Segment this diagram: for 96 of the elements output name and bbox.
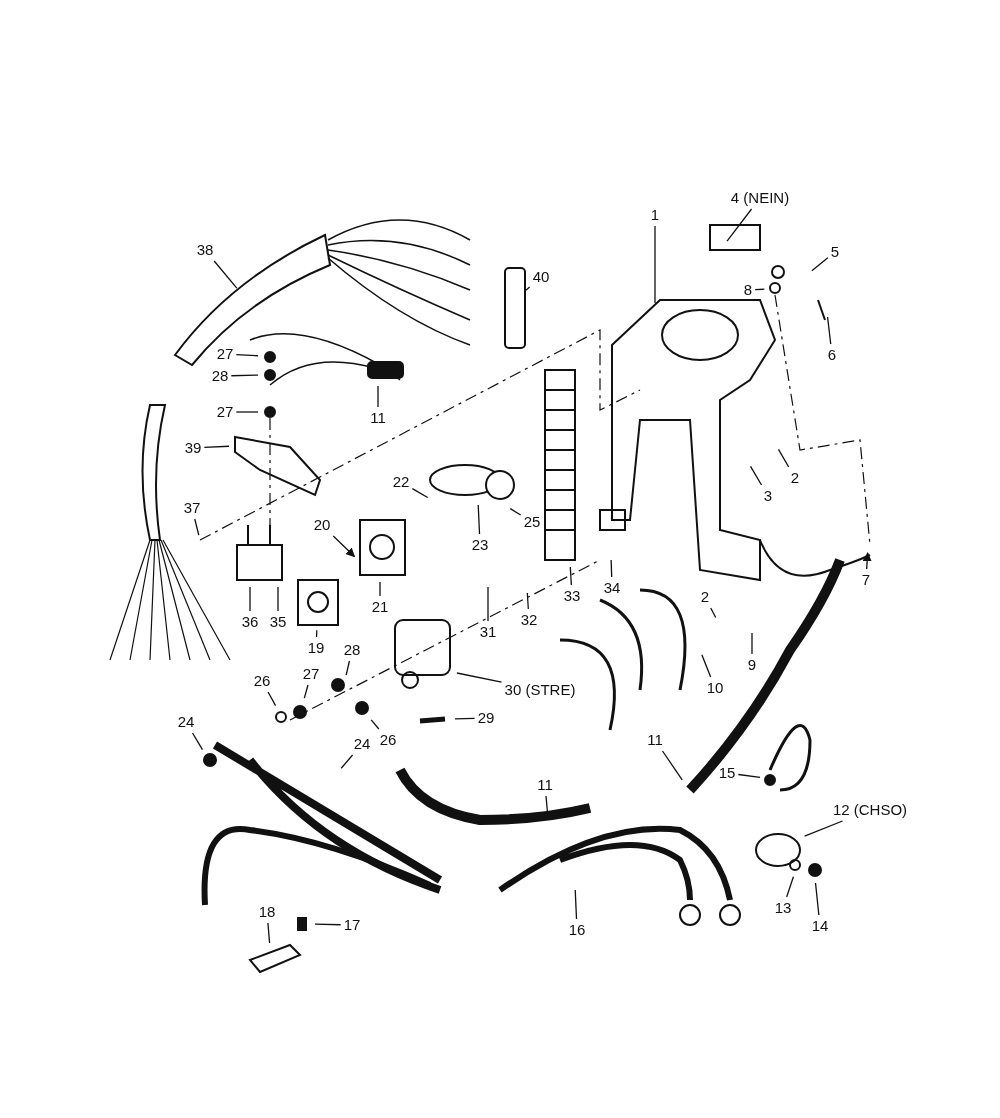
callout-number: 28 xyxy=(211,368,229,384)
leader-line xyxy=(654,225,656,304)
callout-number: 34 xyxy=(603,580,621,596)
callout-number: 24 xyxy=(177,714,195,730)
leader-line xyxy=(303,684,309,699)
callout-number: 18 xyxy=(258,904,276,920)
callout-number: 27 xyxy=(216,346,234,362)
callout-number: 28 xyxy=(343,642,361,658)
leader-line xyxy=(804,820,844,837)
callout-number: 32 xyxy=(520,612,538,628)
leader-line xyxy=(737,773,761,778)
leader-line xyxy=(487,586,489,622)
leader-line xyxy=(862,552,872,570)
callout-number: 20 xyxy=(313,517,331,533)
callout-number: 1 xyxy=(650,207,660,223)
leader-line xyxy=(574,889,578,920)
leader-line xyxy=(610,559,613,578)
leader-line xyxy=(277,586,279,612)
leader-line xyxy=(267,691,277,707)
callout-number: 26 xyxy=(379,732,397,748)
leader-line xyxy=(370,719,380,730)
leader-line xyxy=(191,732,204,751)
leader-line xyxy=(811,257,829,272)
callout-number: 13 xyxy=(774,900,792,916)
leader-line xyxy=(230,374,259,377)
leader-line xyxy=(456,672,503,683)
leader-line xyxy=(203,445,230,449)
callout-number: 35 xyxy=(269,614,287,630)
leader-line xyxy=(377,385,379,408)
callout-number: 12 (CHSO) xyxy=(832,802,908,818)
callout-number: 10 xyxy=(706,680,724,696)
callout-number: 3 xyxy=(763,488,773,504)
callout-number: 24 xyxy=(353,736,371,752)
leader-line xyxy=(661,750,683,781)
leader-line xyxy=(826,316,832,345)
callout-number: 11 xyxy=(647,732,663,748)
callout-number: 4 (NEIN) xyxy=(730,190,790,206)
leader-line xyxy=(454,717,476,720)
callout-number: 2 xyxy=(700,589,710,605)
leader-line xyxy=(194,518,200,536)
callout-number: 27 xyxy=(302,666,320,682)
leader-line xyxy=(710,607,717,619)
leader-line xyxy=(526,592,529,610)
leader-line xyxy=(477,504,481,535)
leader-line xyxy=(751,632,753,655)
leader-line xyxy=(814,882,820,916)
callout-number: 33 xyxy=(563,588,581,604)
callout-number: 6 xyxy=(827,347,837,363)
callout-number: 26 xyxy=(253,673,271,689)
callout-number: 29 xyxy=(477,710,495,726)
leader-line xyxy=(213,260,238,289)
leader-line xyxy=(332,535,356,558)
callout-number: 31 xyxy=(479,624,497,640)
leader-line xyxy=(786,876,795,898)
callout-number: 2 xyxy=(790,470,800,486)
callout-number: 25 xyxy=(523,514,541,530)
leader-line xyxy=(749,465,763,486)
callout-number: 15 xyxy=(718,765,736,781)
leader-line xyxy=(345,660,351,676)
leader-line xyxy=(340,754,354,769)
leader-line xyxy=(509,507,522,516)
callout-number: 23 xyxy=(471,537,489,553)
callout-number: 14 xyxy=(811,918,829,934)
leader-line xyxy=(525,286,531,291)
callout-number: 11 xyxy=(537,777,553,793)
callout-number: 36 xyxy=(241,614,259,630)
callout-number: 7 xyxy=(861,572,871,588)
leader-line xyxy=(569,566,572,586)
callout-number: 19 xyxy=(307,640,325,656)
leader-line xyxy=(726,208,753,242)
callout-number: 38 xyxy=(196,242,214,258)
leader-line xyxy=(411,487,429,499)
callout-number: 21 xyxy=(371,599,389,615)
leader-line xyxy=(754,288,766,291)
leader-line xyxy=(701,654,712,678)
callout-number: 9 xyxy=(747,657,757,673)
callout-number: 17 xyxy=(343,917,361,933)
callout-number: 16 xyxy=(568,922,586,938)
callout-number: 11 xyxy=(370,410,386,426)
leader-line xyxy=(545,795,549,814)
leader-line xyxy=(235,411,259,413)
leader-line xyxy=(379,581,381,597)
leader-line xyxy=(314,923,342,926)
callout-number: 5 xyxy=(830,244,840,260)
callout-number: 30 (STRE) xyxy=(504,682,576,698)
leader-line xyxy=(267,922,271,944)
callout-number: 39 xyxy=(184,440,202,456)
callout-number: 8 xyxy=(743,282,753,298)
callout-number: 37 xyxy=(183,500,201,516)
callout-number: 22 xyxy=(392,474,410,490)
leader-line xyxy=(315,629,318,638)
leader-line xyxy=(249,586,251,612)
leader-line xyxy=(235,353,259,357)
callout-number: 40 xyxy=(532,269,550,285)
leader-line xyxy=(777,448,790,468)
callout-number: 27 xyxy=(216,404,234,420)
